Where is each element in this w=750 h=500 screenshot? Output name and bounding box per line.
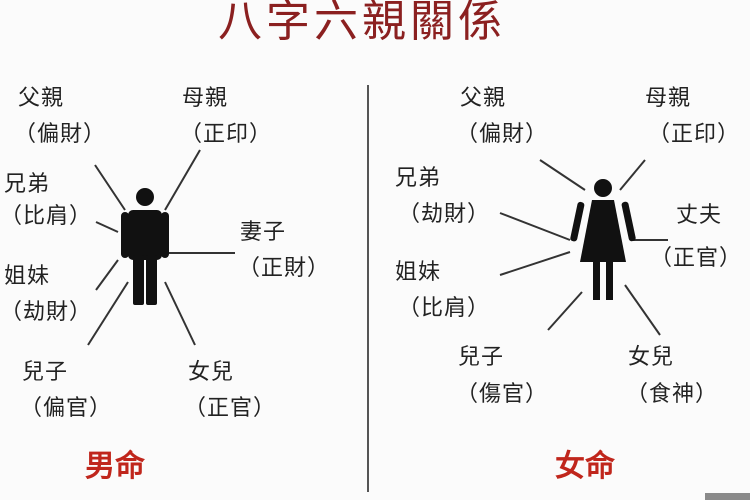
male-connectors	[87, 149, 235, 346]
male-son-star: （偏官）	[20, 396, 113, 421]
connector-brother	[499, 212, 571, 241]
connector-mother	[619, 159, 646, 191]
corner-mark	[705, 493, 750, 500]
male-wife-star: （正財）	[238, 256, 331, 281]
female-mother-star: （正印）	[648, 122, 741, 147]
female-brother-label: 兄弟	[395, 166, 442, 191]
female-brother-star: （劫財）	[398, 202, 491, 227]
female-son-star: （傷官）	[456, 382, 549, 407]
male-brother-star: （比肩）	[0, 204, 93, 229]
connector-father	[94, 164, 126, 211]
male-daughter-star: （正官）	[184, 396, 277, 421]
male-father-label: 父親	[18, 86, 65, 111]
connector-brother	[95, 221, 119, 233]
connector-son	[547, 291, 583, 331]
male-wife-label: 妻子	[240, 220, 287, 245]
connector-sister	[95, 259, 119, 291]
female-daughter-label: 女兒	[628, 345, 675, 370]
female-husband-label: 丈夫	[676, 203, 723, 228]
female-father-star: （偏財）	[456, 122, 549, 147]
female-husband-star: （正官）	[650, 246, 743, 271]
male-sister-label: 姐妹	[4, 264, 51, 289]
connector-father	[539, 159, 586, 191]
female-father-label: 父親	[460, 86, 507, 111]
male-father-star: （偏財）	[14, 122, 107, 147]
female-mother-label: 母親	[645, 86, 692, 111]
connector-son	[87, 281, 129, 346]
female-connectors	[499, 159, 668, 336]
female-chart-label: 女命	[555, 449, 615, 484]
female-sister-label: 姐妹	[395, 260, 442, 285]
connector-daughter	[624, 284, 661, 336]
female-sister-star: （比肩）	[398, 296, 491, 321]
connector-daughter	[164, 281, 196, 346]
male-mother-star: （正印）	[180, 122, 273, 147]
male-chart-label: 男命	[85, 449, 145, 484]
diagram-title: 八字六親關係	[218, 0, 506, 47]
male-figure-icon	[121, 188, 169, 305]
connector-mother	[164, 149, 201, 211]
male-mother-label: 母親	[182, 86, 229, 111]
male-sister-star: （劫財）	[0, 300, 93, 325]
male-son-label: 兒子	[22, 360, 69, 385]
male-brother-label: 兄弟	[4, 172, 51, 197]
female-daughter-star: （食神）	[626, 382, 719, 407]
female-figure-icon	[570, 179, 636, 300]
female-son-label: 兒子	[458, 345, 505, 370]
connector-sister	[499, 251, 571, 276]
male-daughter-label: 女兒	[188, 360, 235, 385]
